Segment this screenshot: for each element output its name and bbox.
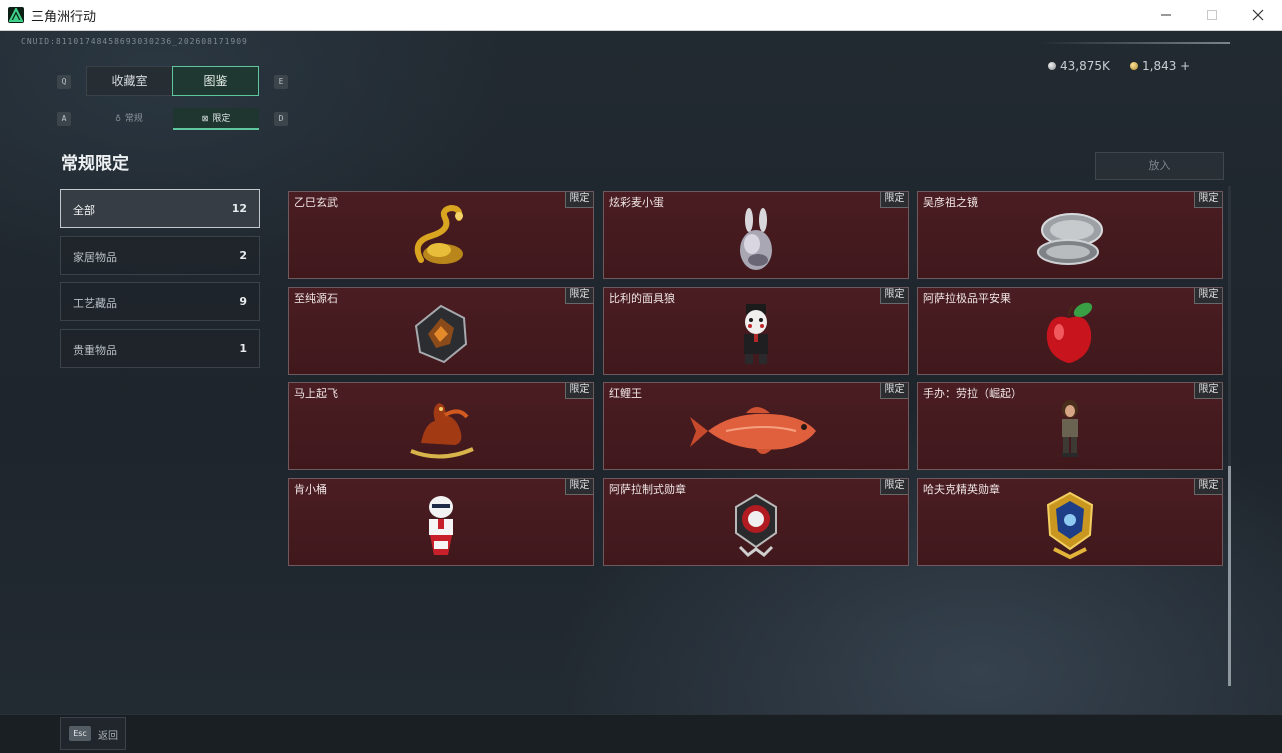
item-name: 阿萨拉极品平安果 (923, 292, 1011, 305)
item-name: 哈夫克精英勋章 (923, 483, 1000, 496)
limited-badge: 限定 (565, 288, 593, 304)
subtab-limited-label: 限定 (212, 114, 231, 124)
close-button[interactable] (1235, 0, 1281, 30)
window-title: 三角洲行动 (31, 10, 97, 25)
figure-icon (1062, 400, 1078, 457)
limited-badge: 限定 (880, 479, 908, 495)
medal-icon (735, 493, 777, 557)
game-screen: CNUID:81101748458693030236_202608171909 … (0, 31, 1282, 753)
item-name: 至纯源石 (294, 292, 338, 305)
category-label: 贵重物品 (73, 344, 117, 357)
source-stone-icon (414, 304, 468, 364)
category-valuables[interactable]: 贵重物品 1 (60, 329, 260, 368)
item-card[interactable]: 阿萨拉制式勋章 限定 (603, 478, 909, 566)
limited-badge: 限定 (565, 192, 593, 208)
limited-badge: 限定 (1194, 479, 1222, 495)
app-logo-icon (8, 7, 24, 23)
limited-badge: 限定 (565, 479, 593, 495)
category-craft-collectibles[interactable]: 工艺藏品 9 (60, 282, 260, 321)
item-card[interactable]: 吴彦祖之镜 限定 (917, 191, 1223, 279)
grid-scrollbar[interactable] (1228, 186, 1231, 686)
item-card[interactable]: 肯小桶 限定 (288, 478, 594, 566)
scrollbar-thumb[interactable] (1228, 466, 1231, 686)
item-name: 炫彩麦小蛋 (609, 196, 664, 209)
category-all[interactable]: 全部 12 (60, 189, 260, 228)
golden-snake-icon (414, 204, 463, 264)
key-hint-a: A (57, 112, 71, 126)
currency-silver: 43,875K (1048, 59, 1110, 73)
limited-badge: 限定 (565, 383, 593, 399)
compact-mirror-icon (1037, 213, 1103, 265)
window-titlebar: 三角洲行动 (0, 0, 1282, 31)
currency-silver-value: 43,875K (1060, 59, 1110, 73)
maximize-button[interactable] (1189, 0, 1235, 30)
limited-icon: ⊠ (201, 114, 209, 123)
category-home-items[interactable]: 家居物品 2 (60, 236, 260, 275)
silver-coin-icon (1048, 62, 1056, 70)
item-card[interactable]: 乙巳玄武 限定 (288, 191, 594, 279)
category-count: 2 (239, 249, 247, 262)
category-label: 家居物品 (73, 251, 117, 264)
item-card[interactable]: 阿萨拉极品平安果 限定 (917, 287, 1223, 375)
item-name: 乙巳玄武 (294, 196, 338, 209)
puppet-doll-icon (744, 304, 768, 364)
category-count: 9 (239, 295, 247, 308)
item-name: 比利的面具狼 (609, 292, 675, 305)
category-label: 全部 (73, 204, 95, 217)
key-hint-d: D (274, 112, 288, 126)
item-card[interactable]: 炫彩麦小蛋 限定 (603, 191, 909, 279)
item-name: 阿萨拉制式勋章 (609, 483, 686, 496)
esc-key-hint: Esc (69, 726, 91, 741)
put-in-button[interactable]: 放入 (1095, 152, 1224, 180)
item-card[interactable]: 哈夫克精英勋章 限定 (917, 478, 1223, 566)
top-divider (1040, 42, 1230, 44)
apple-icon (1046, 302, 1093, 363)
limited-badge: 限定 (880, 192, 908, 208)
item-card[interactable]: 红鲤王 限定 (603, 382, 909, 470)
bottom-bar: Esc 返回 (0, 714, 1282, 753)
limited-badge: 限定 (880, 288, 908, 304)
category-count: 1 (239, 342, 247, 355)
minimize-button[interactable] (1143, 0, 1189, 30)
back-label: 返回 (98, 731, 118, 742)
item-name: 手办：劳拉（崛起） (923, 387, 1022, 400)
category-label: 工艺藏品 (73, 297, 117, 310)
item-card[interactable]: 至纯源石 限定 (288, 287, 594, 375)
tab-collection-room[interactable]: 收藏室 (86, 66, 172, 96)
page-title: 常规限定 (61, 154, 129, 174)
subtab-limited[interactable]: ⊠限定 (173, 108, 259, 130)
item-name: 红鲤王 (609, 387, 642, 400)
hanger-icon: ♁ (115, 114, 121, 123)
limited-badge: 限定 (880, 383, 908, 399)
rabbit-egg-icon (740, 208, 772, 270)
gold-coin-icon (1130, 62, 1138, 70)
limited-badge: 限定 (1194, 288, 1222, 304)
limited-badge: 限定 (1194, 383, 1222, 399)
rocking-horse-icon (410, 403, 474, 459)
item-card[interactable]: 比利的面具狼 限定 (603, 287, 909, 375)
player-uid: CNUID:81101748458693030236_202608171909 (21, 37, 248, 46)
item-name: 马上起飞 (294, 387, 338, 400)
limited-badge: 限定 (1194, 192, 1222, 208)
subtab-regular[interactable]: ♁常规 (86, 108, 172, 130)
currency-gold-value: 1,843 + (1142, 59, 1191, 73)
item-name: 吴彦祖之镜 (923, 196, 978, 209)
category-count: 12 (231, 202, 247, 215)
item-card[interactable]: 手办：劳拉（崛起） 限定 (917, 382, 1223, 470)
elite-medal-icon (1046, 491, 1094, 560)
currency-gold[interactable]: 1,843 + (1130, 59, 1190, 73)
tab-codex[interactable]: 图鉴 (172, 66, 259, 96)
item-name: 肯小桶 (294, 483, 327, 496)
subtab-regular-label: 常规 (124, 114, 143, 124)
key-hint-e: E (274, 75, 288, 89)
key-hint-q: Q (57, 75, 71, 89)
carp-fish-icon (690, 407, 816, 454)
colonel-figure-icon (429, 496, 453, 555)
back-button[interactable]: Esc 返回 (60, 717, 126, 750)
item-card[interactable]: 马上起飞 限定 (288, 382, 594, 470)
